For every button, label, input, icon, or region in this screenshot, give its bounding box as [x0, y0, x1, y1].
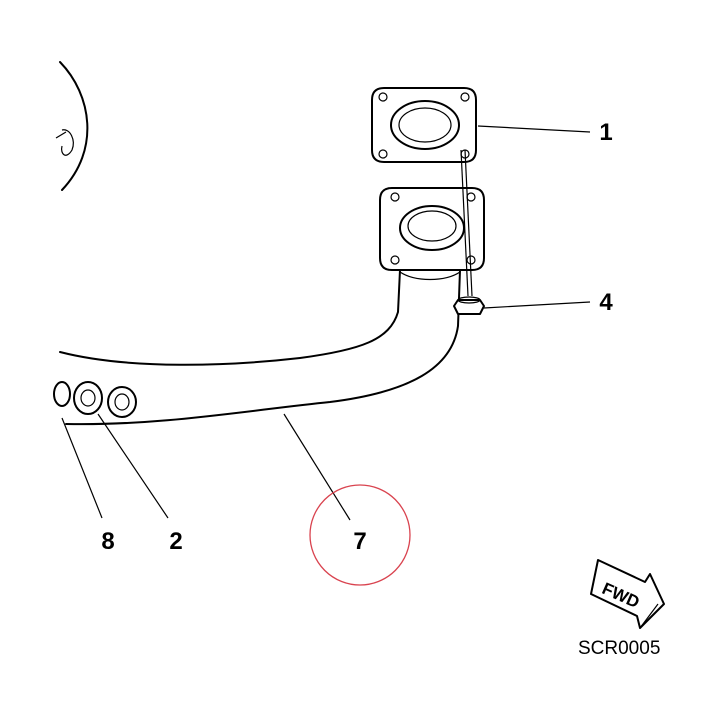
callout-4: 4 [599, 289, 613, 316]
engine-outline [55, 61, 89, 191]
fwd-arrow-icon: FWD [590, 559, 665, 629]
figure-code: SCR0005 [578, 638, 660, 659]
callout-1: 1 [599, 119, 612, 146]
callout-7-highlight-circle [309, 484, 411, 586]
callout-2: 2 [169, 528, 182, 555]
flange-gasket [371, 87, 477, 163]
exhaust-pipe [59, 269, 461, 426]
callout-8: 8 [101, 528, 114, 555]
callout-7: 7 [353, 528, 366, 555]
leader-lines [61, 125, 591, 521]
flange-nut [453, 296, 485, 315]
stud-bolt [460, 149, 473, 297]
pipe-fittings [53, 381, 137, 418]
pipe-flange [379, 187, 485, 271]
